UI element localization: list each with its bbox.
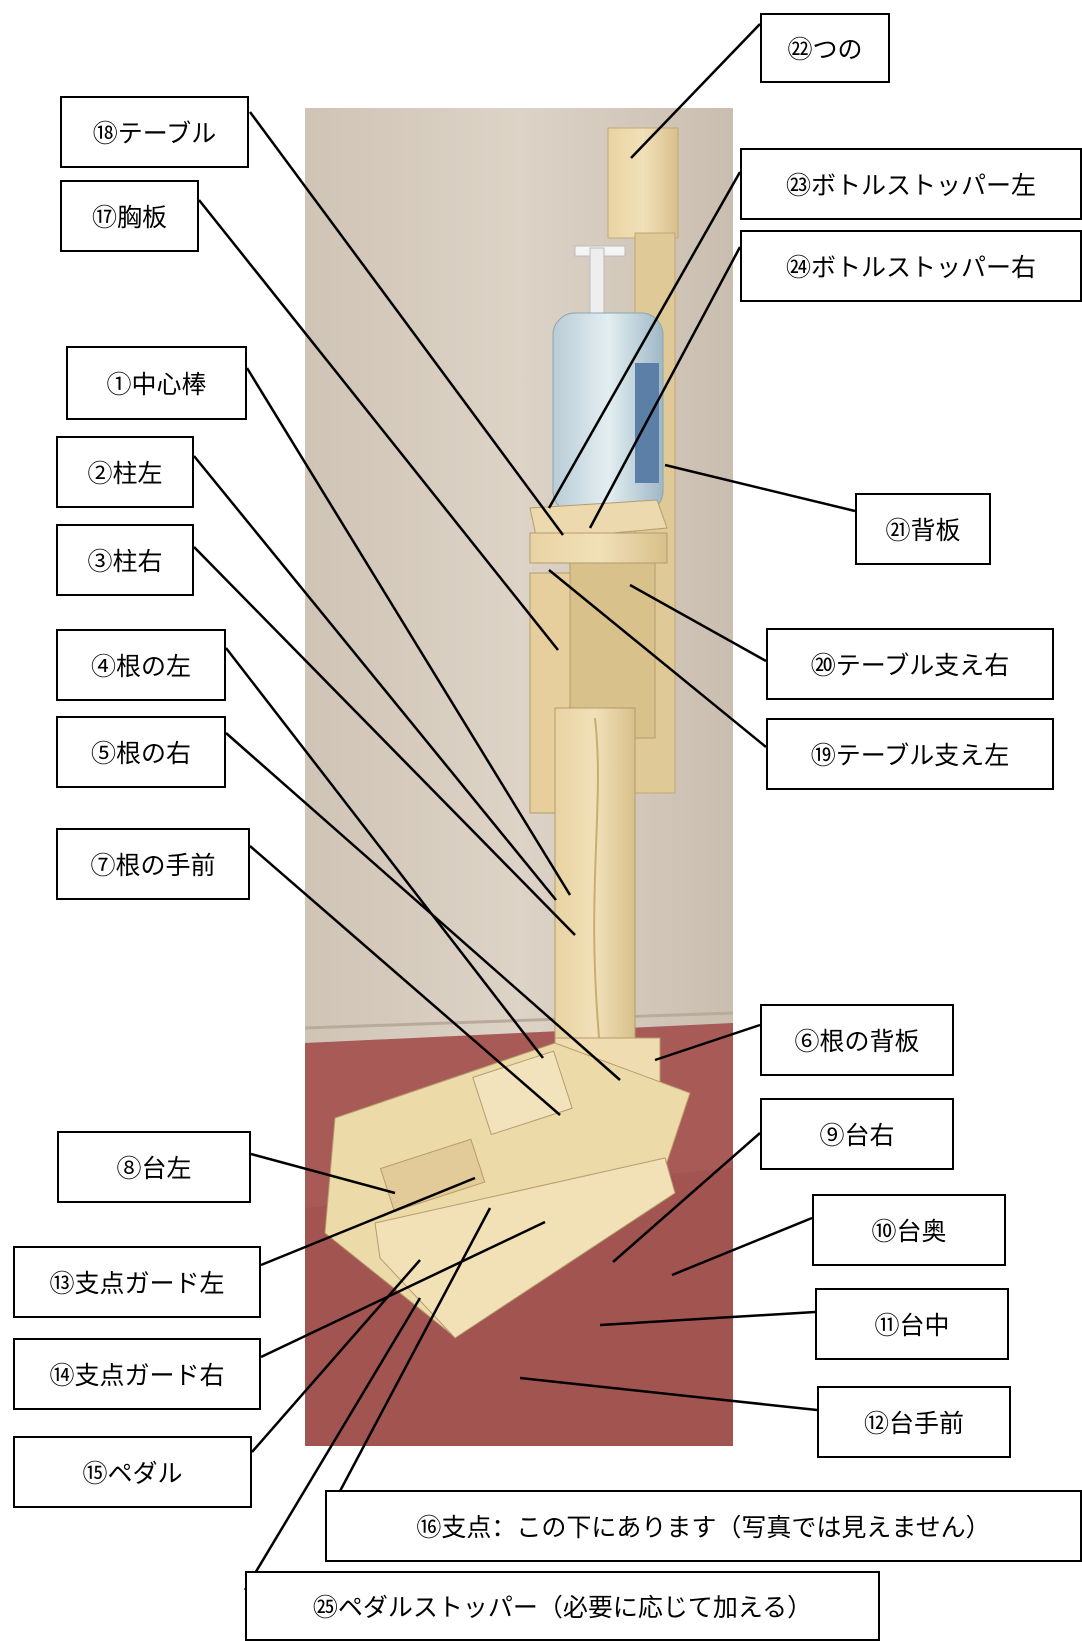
- bottle-neck: [589, 247, 605, 319]
- label-14: ⑭支点ガード右: [13, 1338, 261, 1410]
- label-13: ⑬支点ガード左: [13, 1246, 261, 1318]
- label-11: ⑪台中: [815, 1288, 1009, 1360]
- label-17: ⑰胸板: [60, 180, 199, 252]
- label-19: ⑲テーブル支え左: [766, 718, 1054, 790]
- label-24: ㉔ボトルストッパー右: [740, 230, 1082, 302]
- label-21: ㉑背板: [855, 493, 991, 565]
- label-25: ㉕ペダルストッパー（必要に応じて加える）: [245, 1571, 880, 1641]
- horn-piece: [607, 127, 679, 239]
- label-9: ⑨台右: [760, 1098, 954, 1170]
- label-1: ①中心棒: [66, 346, 247, 420]
- table-front: [529, 532, 668, 564]
- label-12: ⑫台手前: [817, 1386, 1011, 1458]
- label-16: ⑯支点：この下にあります（写真では見えません）: [325, 1490, 1082, 1562]
- label-7: ⑦根の手前: [56, 828, 250, 900]
- label-18: ⑱テーブル: [60, 96, 249, 168]
- label-20: ⑳テーブル支え右: [766, 628, 1054, 700]
- label-3: ③柱右: [56, 524, 194, 596]
- label-15: ⑮ペダル: [13, 1436, 252, 1508]
- label-8: ⑧台左: [57, 1131, 251, 1203]
- bottle-label: [635, 363, 659, 483]
- label-6: ⑥根の背板: [760, 1004, 954, 1076]
- label-4: ④根の左: [56, 629, 226, 701]
- label-5: ⑤根の右: [56, 716, 226, 788]
- label-22: ㉒つの: [760, 13, 890, 83]
- stand-photo-drawing: [305, 108, 733, 1446]
- label-23: ㉓ボトルストッパー左: [740, 148, 1082, 220]
- stand-photo: [305, 108, 733, 1446]
- label-10: ⑩台奥: [812, 1194, 1006, 1266]
- label-2: ②柱左: [56, 436, 194, 508]
